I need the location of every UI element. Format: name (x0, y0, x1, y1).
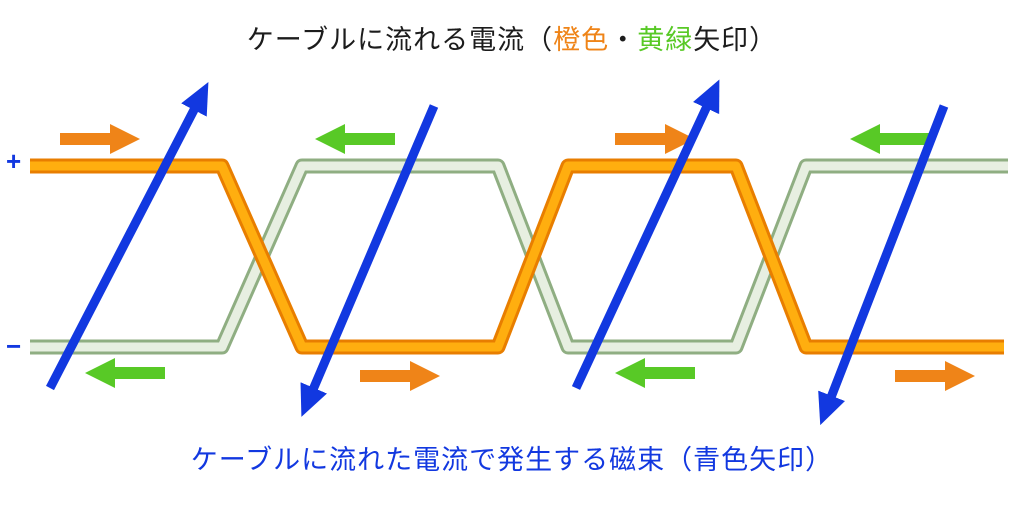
flux-arrow-1 (46, 82, 209, 391)
diagram-title: ケーブルに流れる電流（橙色・黄緑矢印） (0, 18, 1024, 57)
orange-current-arrow-bottom-middle (360, 361, 440, 391)
green-current-arrow-top-middle (315, 124, 395, 154)
title-green-word: 黄緑 (637, 25, 694, 55)
title-prefix: ケーブルに流れる電流（ (246, 25, 554, 55)
orange-wire (30, 161, 1004, 352)
green-current-arrow-bottom-left (85, 358, 165, 388)
orange-current-arrow-bottom-right (895, 361, 975, 391)
orange-current-arrow-top-left (60, 124, 140, 154)
flux-arrow-2 (300, 104, 439, 417)
flux-arrow-3 (571, 79, 720, 390)
green-current-arrow-top-right (850, 124, 930, 154)
title-separator: ・ (609, 25, 638, 55)
orange-current-arrow-top-middle (615, 124, 695, 154)
flux-arrow-4 (818, 104, 949, 426)
plus-label: + (6, 146, 22, 176)
flux-caption: ケーブルに流れた電流で発生する磁束（青色矢印） (190, 445, 834, 475)
title-orange-word: 橙色 (553, 25, 610, 55)
minus-label: − (6, 331, 22, 361)
title-suffix: 矢印） (693, 25, 778, 55)
green-current-arrow-bottom-middle (615, 358, 695, 388)
